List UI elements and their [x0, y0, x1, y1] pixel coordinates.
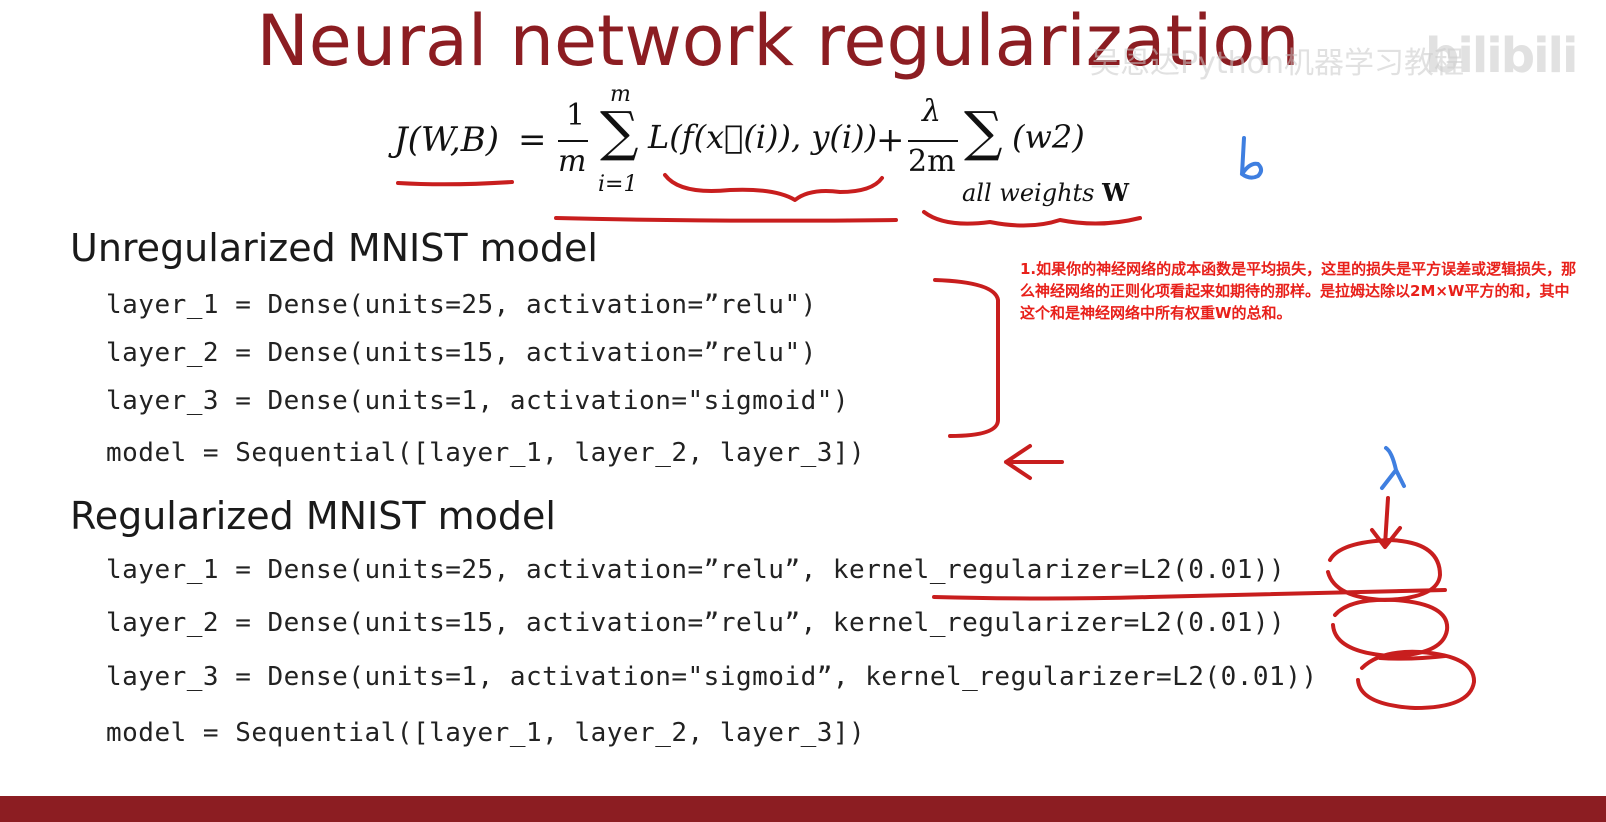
formula-equals: =	[518, 120, 547, 160]
code-line-reg-4: model = Sequential([layer_1, layer_2, la…	[106, 718, 866, 748]
formula-sum2-icon: ∑	[964, 100, 1003, 163]
code-line-reg-3: layer_3 = Dense(units=1, activation="sig…	[106, 662, 1318, 692]
circle-lambda-1	[1326, 538, 1442, 602]
formula-frac2-numerator: λ	[922, 94, 942, 129]
formula-frac1-bar	[558, 140, 588, 142]
formula-lhs: J(W,B)	[394, 120, 499, 160]
formula-frac2-denominator: 2m	[908, 144, 956, 179]
formula-frac2-bar	[908, 140, 958, 142]
code-line-reg-2: layer_2 = Dense(units=15, activation=”re…	[106, 608, 1286, 638]
code-line-unreg-3: layer_3 = Dense(units=1, activation="sig…	[106, 386, 850, 416]
circle-lambda-3	[1356, 649, 1477, 710]
footer-bar	[0, 796, 1606, 822]
formula-sum2-lower: all weights W	[962, 178, 1130, 207]
handwritten-lambda-icon	[1380, 446, 1406, 490]
bracket-unreg	[933, 278, 1000, 438]
formula-frac1-numerator: 1	[566, 98, 586, 133]
annotation-note: 1.如果你的神经网络的成本函数是平均损失，这里的损失是平方误差或逻辑损失，那么神…	[1020, 260, 1577, 322]
formula-reg-term: (w2)	[1012, 118, 1085, 156]
arrow-down-lambda	[1370, 496, 1402, 549]
arrow-left	[1004, 444, 1064, 480]
code-line-unreg-2: layer_2 = Dense(units=15, activation=”re…	[106, 338, 817, 368]
handwritten-b-icon	[1240, 136, 1263, 180]
formula-sum-icon: ∑	[600, 100, 639, 163]
cost-function-formula: J(W,B) = 1 m m ∑ i=1 L(f(x⃗(i)), y(i)) +…	[390, 82, 1170, 222]
mark-between-2-3	[1378, 654, 1447, 661]
bilibili-logo-icon: bilibili	[1425, 28, 1578, 84]
circle-lambda-2	[1331, 597, 1450, 658]
code-line-unreg-1: layer_1 = Dense(units=25, activation=”re…	[106, 290, 817, 320]
formula-frac1-denominator: m	[558, 144, 587, 179]
formula-sum-upper: m	[610, 82, 631, 107]
watermark-text: 吴恩达Python机器学习教程	[1090, 46, 1464, 81]
underline-regularizer	[932, 588, 1447, 601]
formula-loss-term: L(f(x⃗(i)), y(i))	[648, 118, 878, 156]
unregularized-heading: Unregularized MNIST model	[70, 226, 598, 270]
slide-title: Neural network regularization	[256, 0, 1300, 82]
code-line-reg-1: layer_1 = Dense(units=25, activation=”re…	[106, 555, 1286, 585]
formula-plus: +	[876, 120, 905, 160]
regularized-heading: Regularized MNIST model	[70, 494, 556, 538]
code-line-unreg-4: model = Sequential([layer_1, layer_2, la…	[106, 438, 866, 468]
formula-sum-lower: i=1	[598, 172, 638, 197]
